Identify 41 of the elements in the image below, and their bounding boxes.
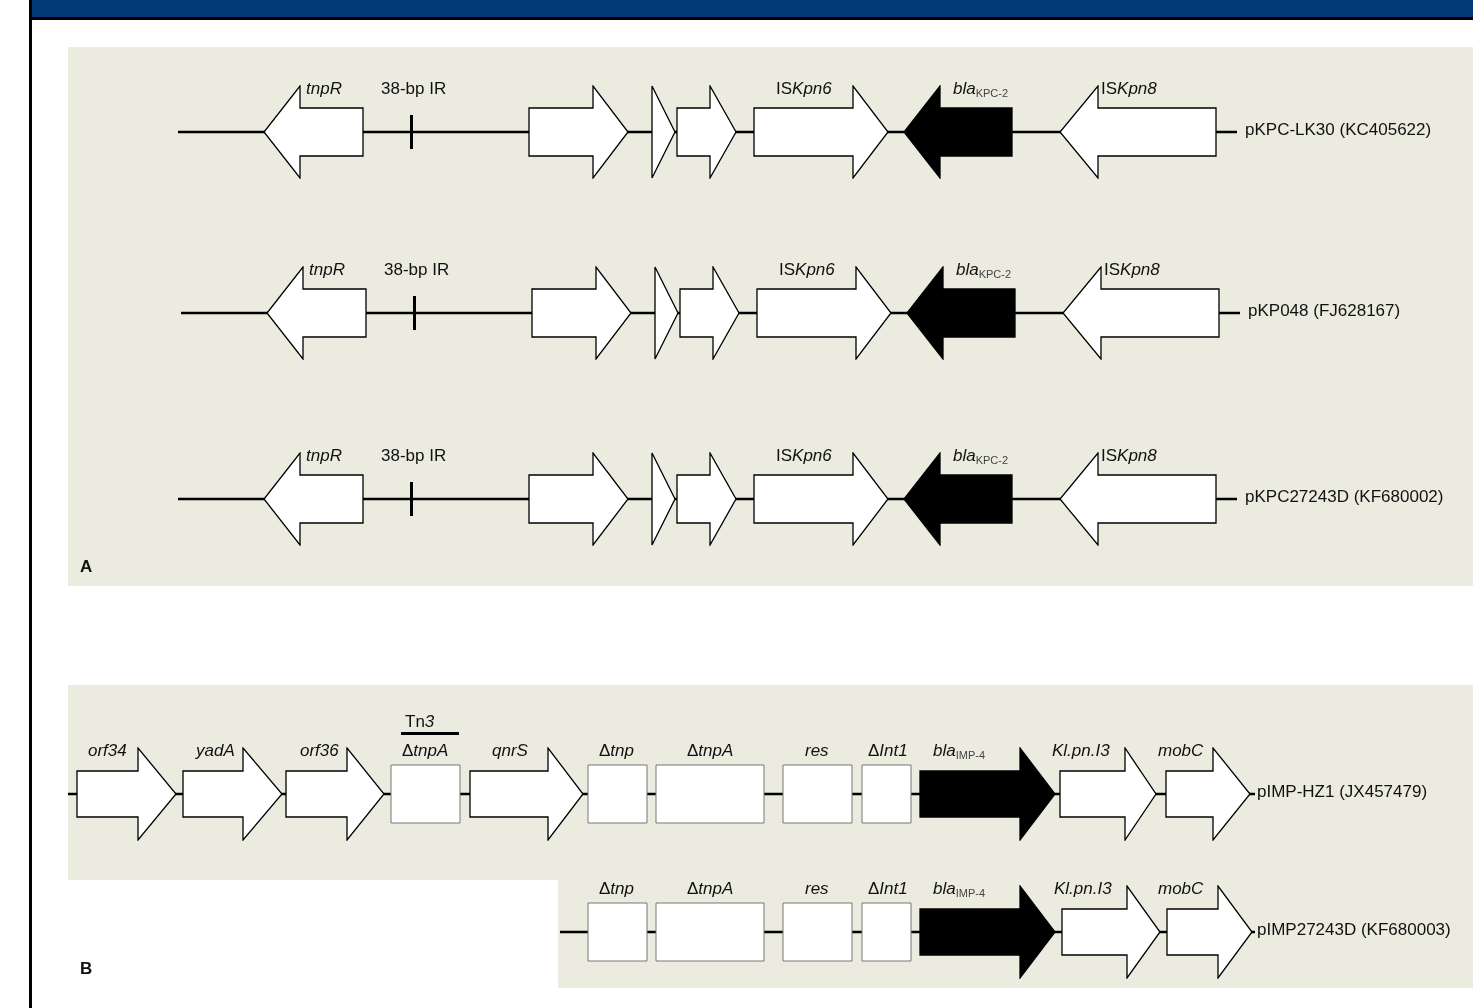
gene-label: ISKpn8: [1101, 80, 1157, 97]
gene-label: yadA: [196, 742, 235, 759]
gene-label: res: [805, 742, 829, 759]
gene-label: mobC: [1158, 742, 1204, 759]
gene-label: bla$_{KPC-2}$: [956, 261, 1012, 280]
panel-letter: B: [80, 960, 93, 977]
gene-label: mobC: [1158, 880, 1204, 897]
gene-label: ΔtnpA: [687, 880, 734, 897]
gene-label: Kl.pn.I3: [1052, 742, 1110, 759]
gene-label: tnpR: [309, 261, 345, 278]
gene-label: Kl.pn.I3: [1054, 880, 1112, 897]
site-label: 38-bp IR: [381, 447, 447, 464]
gene-label: Δtnp: [599, 742, 634, 759]
gene-label: bla$_{IMP-4}$: [933, 880, 986, 899]
gene-label: orf34: [88, 742, 127, 759]
gene-label: tnpR: [306, 447, 342, 464]
gene-label: ΔtnpA: [402, 742, 449, 759]
gene-label: qnrS: [492, 742, 528, 759]
gene-label: ISKpn8: [1101, 447, 1157, 464]
gene-label: ISKpn6: [776, 447, 832, 464]
gene-label: ΔInt1: [868, 742, 908, 759]
panel-letter: A: [80, 558, 93, 575]
gene-label: orf36: [300, 742, 339, 759]
gene-label: bla$_{KPC-2}$: [953, 80, 1009, 99]
gene-label: bla$_{IMP-4}$: [933, 742, 986, 761]
plasmid-label: pKPC-LK30 (KC405622): [1245, 121, 1432, 138]
gene-label: bla$_{KPC-2}$: [953, 447, 1009, 466]
site-label: 38-bp IR: [384, 261, 450, 278]
gene-label: Δtnp: [599, 880, 634, 897]
gene-label: ISKpn6: [779, 261, 835, 278]
gene-label: ISKpn6: [776, 80, 832, 97]
gene-label: res: [805, 880, 829, 897]
site-label: 38-bp IR: [381, 80, 447, 97]
gene-label: Tn3: [405, 713, 435, 730]
plasmid-label: pKP048 (FJ628167): [1248, 302, 1401, 319]
gene-label: ΔtnpA: [687, 742, 734, 759]
plasmid-label: pKPC27243D (KF680002): [1245, 488, 1444, 505]
gene-label: tnpR: [306, 80, 342, 97]
gene-label: ISKpn8: [1104, 261, 1160, 278]
gene-label: ΔInt1: [868, 880, 908, 897]
panel-background: [68, 47, 1473, 586]
